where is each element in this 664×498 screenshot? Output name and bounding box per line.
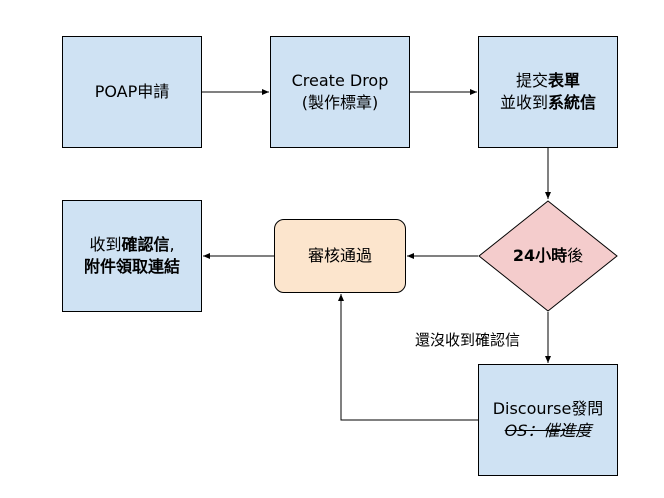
received-line1-plain: 收到: [89, 235, 122, 254]
node-review-approved-label: 審核通過: [307, 246, 372, 265]
received-line1-comma: ,: [169, 235, 175, 254]
node-poap-apply: POAP申請: [62, 36, 202, 148]
node-submit-form-line1: 提交表單: [516, 70, 580, 92]
form-line1-bold: 表單: [548, 71, 581, 90]
node-discourse-ask: Discourse發問 OS：催進度: [478, 364, 618, 476]
received-line1-bold: 確認信: [121, 235, 170, 254]
decision-bold: 24小時: [512, 246, 568, 265]
form-line2-plain: 並收到: [499, 93, 548, 112]
edge-label-no-email: 還沒收到確認信: [415, 331, 521, 349]
form-line1-plain: 提交: [515, 71, 548, 90]
node-24h-decision-label: 24小時後: [513, 245, 583, 267]
node-discourse-line2: OS：催進度: [504, 421, 592, 440]
node-submit-form: 提交表單 並收到系統信: [478, 36, 618, 148]
node-submit-form-line2: 並收到系統信: [500, 92, 596, 114]
node-create-drop-line1: Create Drop: [291, 71, 389, 90]
node-received-confirmation: 收到確認信, 附件領取連結: [62, 200, 202, 312]
node-discourse-line1: Discourse發問: [492, 399, 604, 418]
node-create-drop: Create Drop (製作標章): [270, 36, 410, 148]
node-poap-apply-label: POAP申請: [94, 82, 170, 101]
node-24h-decision: 24小時後: [478, 200, 618, 312]
decision-diamond-shape: [478, 200, 618, 312]
node-received-line1: 收到確認信,: [89, 234, 174, 256]
node-received-line2: 附件領取連結: [83, 257, 180, 276]
form-line2-bold: 系統信: [548, 93, 597, 112]
node-review-approved: 審核通過: [274, 219, 406, 293]
edge-discourse-to-review: [338, 294, 478, 421]
decision-plain: 後: [567, 246, 584, 265]
node-create-drop-line2: (製作標章): [301, 93, 379, 112]
